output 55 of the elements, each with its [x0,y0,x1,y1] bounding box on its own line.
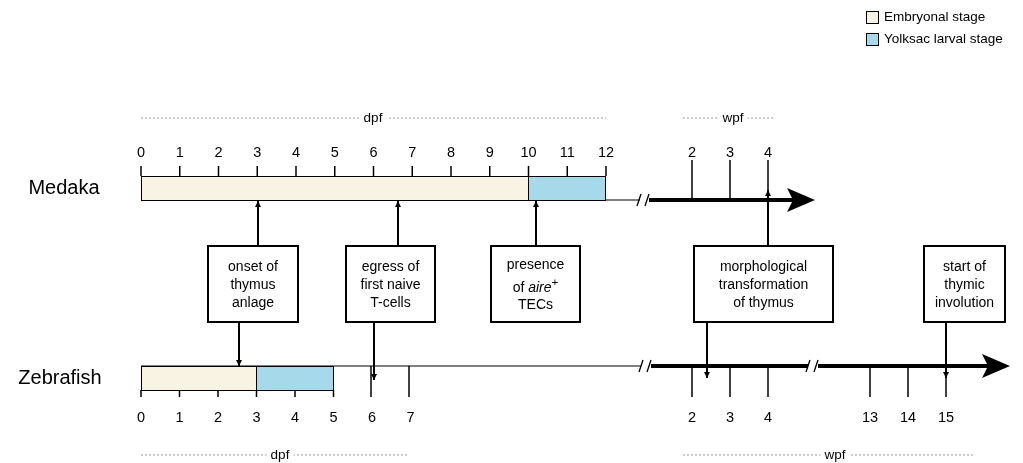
tick-label: 14 [899,409,917,425]
tick-label: 6 [367,409,377,425]
legend-label: Yolksac larval stage [884,31,1003,46]
event-box: start of thymic involution [923,245,1006,323]
event-box: onset of thymus anlage [207,245,299,323]
row-label: Medaka [28,176,100,198]
stage-bar [141,366,257,391]
leader-arrow [765,189,771,246]
tick-label: 1 [175,409,184,425]
tick-label: 13 [861,409,879,425]
tick-label: 4 [291,144,301,160]
tick-label: 3 [252,409,261,425]
event-box: presence of aire$^{+}$ TECs [490,245,581,323]
tick-label: 4 [763,409,773,425]
stage-bar [528,176,606,201]
leader-arrow [943,322,949,379]
tick-label: 3 [725,409,735,425]
range-label: dpf [359,110,387,126]
tick-label: 2 [687,409,697,425]
tick-label: 2 [214,144,223,160]
tick-label: 4 [763,144,773,160]
tick-label: 2 [687,144,697,160]
tick-label: 5 [330,144,339,160]
legend-label: Embryonal stage [884,9,986,24]
tick-label: 3 [725,144,735,160]
stage-bar [256,366,334,391]
tick-label: 3 [253,144,262,160]
tick-label: 2 [213,409,223,425]
leader-arrow [236,322,242,367]
tick-label: 1 [175,144,184,160]
tick-label: 0 [136,409,146,425]
range-label: dpf [266,447,294,463]
tick-label: 11 [559,144,575,160]
event-box: egress of first naive T-cells [345,245,436,323]
tick-label: 9 [485,144,494,160]
range-label: wpf [820,447,850,463]
leader-arrow [533,200,539,246]
tick-label: 7 [408,144,417,160]
tick-label: 8 [446,144,456,160]
stage-bar [141,176,529,201]
tick-label: 0 [136,144,146,160]
tick-label: 10 [520,144,537,160]
range-label: wpf [718,110,748,126]
event-box: morphological transformation of thymus [693,245,834,323]
leader-arrow [395,200,401,246]
tick-label: 6 [369,144,378,160]
leader-arrow [704,322,710,379]
leader-arrow [255,200,261,246]
tick-label: 5 [329,409,338,425]
tick-label: 15 [937,409,955,425]
tick-label: 4 [290,409,300,425]
tick-label: 7 [406,409,415,425]
tick-label: 12 [597,144,615,160]
leader-arrow [371,322,377,381]
row-label: Zebrafish [18,366,102,388]
